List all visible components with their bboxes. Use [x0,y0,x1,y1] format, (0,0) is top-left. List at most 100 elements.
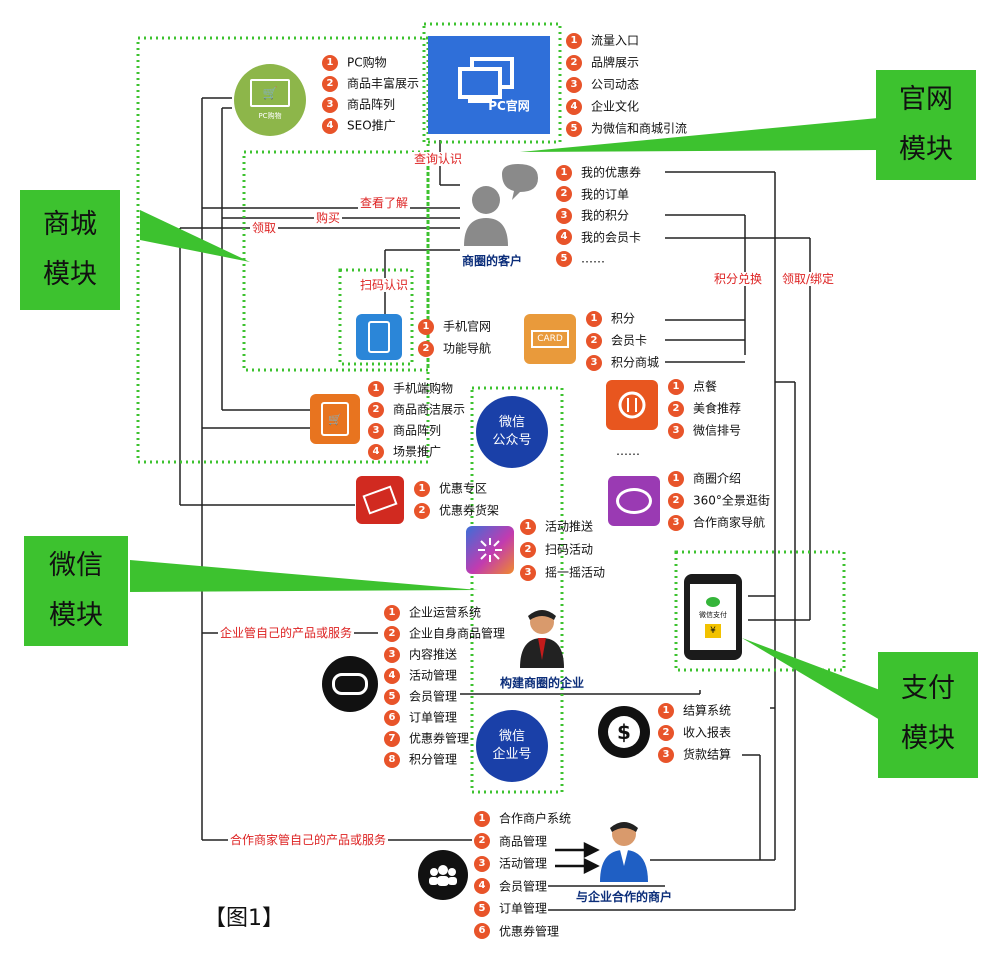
dollar-sign: $ [608,716,640,748]
list-item-label: 我的优惠券 [581,165,642,180]
list-item-label: 品牌展示 [591,55,640,70]
item-number-badge: 4 [368,443,384,460]
item-number-badge: 2 [668,400,684,417]
item-number-badge: 1 [658,702,674,719]
mall-module-callout: 商城 模块 [20,190,120,310]
list-item-label: 优惠专区 [439,481,488,496]
item-number-badge: 6 [474,923,490,939]
item-number-badge: 5 [474,900,490,917]
item-number-badge: 3 [384,646,400,663]
list-item-label: 商品管理 [499,834,548,848]
item-number-badge: 2 [566,54,582,71]
item-number-badge: 1 [322,54,338,71]
item-number-badge: 3 [520,564,536,581]
list-item-label: 摇一摇活动 [545,565,606,580]
wechat-module-line2: 模块 [49,600,103,631]
wechat-corp-line2: 企业号 [492,747,532,762]
edge-label-receive: 领取 [250,221,279,235]
partner-label: 与企业合作的商户 [576,890,673,904]
item-number-badge: 3 [368,422,384,439]
list-item: 2 扫码活动 [520,539,593,559]
item-number-badge: 4 [556,229,572,245]
list-item-label: 会员管理 [409,689,458,704]
list-item-label: 美食推荐 [693,401,742,416]
wechat-public-account-icon: 微信 公众号 [476,396,548,468]
edge-label-enterprise-self: 企业管自己的产品或服务 [218,626,355,640]
item-number-badge: 2 [384,625,400,642]
list-item-label: 商品商洁展示 [393,402,466,417]
pc-shop-icon: 🛒 PC购物 [234,64,306,136]
list-item-label: 手机官网 [443,319,492,334]
edge-label-buy: 购买 [314,211,343,225]
list-item: 3 货款结算 [658,744,731,764]
item-number-badge: 8 [384,751,400,768]
list-item-label: 点餐 [693,379,718,394]
item-number-badge: 4 [474,878,490,894]
mall-module-line1: 商城 [43,209,97,240]
list-item: 2 美食推荐 [668,398,741,418]
item-number-badge: 1 [668,470,684,487]
list-item-label: 微信排号 [693,423,742,438]
list-item-label: 企业文化 [591,99,640,114]
wechat-pay-text: 微信支付 [699,610,727,619]
wechat-module-callout: 微信 模块 [24,536,128,646]
list-item-label: 扫码活动 [545,542,594,557]
item-number-badge: 2 [368,401,384,418]
official-module-line2: 模块 [899,134,953,165]
customer-icon [458,162,548,252]
mobile-site-icon [356,314,402,360]
item-number-badge: 2 [322,75,338,92]
item-number-badge: 3 [658,746,674,763]
item-number-badge: 1 [586,310,602,327]
item-number-badge: 1 [474,810,490,827]
card-icon-text: CARD [531,330,569,348]
item-number-badge: 2 [520,541,536,558]
edge-label-query: 查询认识 [412,152,465,166]
list-item-label: 结算系统 [683,703,732,718]
official-module-line1: 官网 [899,84,953,115]
list-item-label: 优惠券管理 [409,731,470,746]
item-number-badge: 1 [368,380,384,397]
list-item: 5…… [556,248,605,268]
coupon-icon [356,476,404,524]
pay-module-callout: 支付 模块 [878,652,978,778]
list-item-label: 活动推送 [545,519,594,534]
enterprise-person-icon [518,606,566,668]
item-number-badge: 2 [658,724,674,741]
list-item-label: 公司动态 [591,77,640,92]
list-item-label: 场景推广 [393,444,442,459]
item-number-badge: 1 [520,518,536,535]
list-item-label: 我的订单 [581,187,630,201]
partner-person-icon [598,818,650,882]
wechat-public-line2: 公众号 [492,433,532,448]
item-number-badge: 2 [586,332,602,349]
list-item-label: 功能导航 [443,341,492,356]
mobile-shop-icon: 🛒 [310,394,360,444]
list-item-label: 优惠券货架 [439,503,500,518]
item-number-badge: 3 [668,422,684,439]
item-number-badge: 3 [668,514,684,531]
wechat-corp-account-icon: 微信 企业号 [476,710,548,782]
activity-icon [466,526,514,574]
pc-site-label: PC官网 [488,98,530,113]
wechat-public-line1: 微信 [498,415,525,430]
list-item-label: 货款结算 [683,747,732,762]
list-item-label: 为微信和商城引流 [591,121,688,136]
